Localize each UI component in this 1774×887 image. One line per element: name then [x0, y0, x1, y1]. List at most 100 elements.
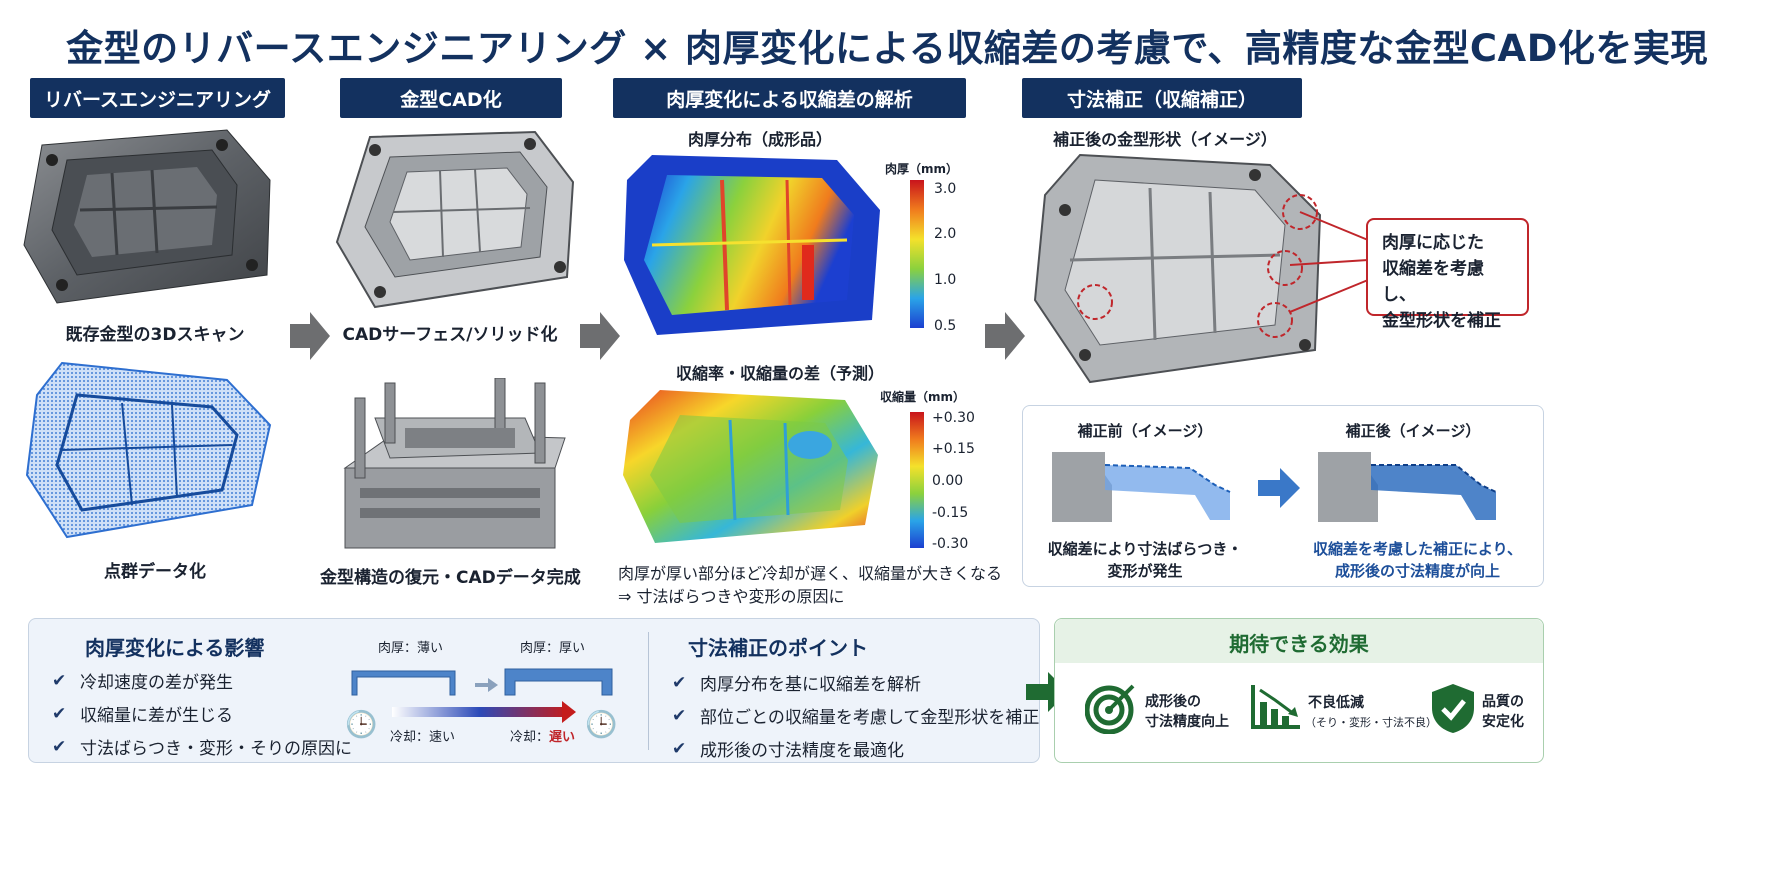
cooling-slow-prefix: 冷却：: [510, 730, 550, 745]
effect-defect-detail: （そり・変形・寸法不良）: [1305, 716, 1437, 729]
clock-icon: 🕒: [345, 710, 378, 740]
shrinkage-colorbar: [910, 412, 924, 548]
list-item-text: 収縮量に差が生じる: [80, 706, 233, 726]
influence-title: 肉厚変化による影響: [85, 636, 265, 660]
before-caption: 収縮差により寸法ばらつき・ 変形が発生: [1035, 538, 1255, 582]
scanned-mold-image: [22, 125, 272, 305]
header-dimension-correction: 寸法補正（収縮補正）: [1022, 78, 1302, 118]
thickness-colorbar: [910, 180, 924, 328]
check-icon: ✔: [672, 705, 687, 726]
list-item: ✔ 成形後の寸法精度を最適化: [672, 736, 1039, 762]
callout-line: 金型形状を補正: [1382, 311, 1501, 331]
before-caption-line: 収縮差により寸法ばらつき・: [1047, 540, 1243, 558]
check-icon: ✔: [52, 670, 67, 691]
before-caption-line: 変形が発生: [1107, 562, 1183, 580]
callout-pointer-lines: [1290, 211, 1369, 313]
caption-mold-structure: 金型構造の復元・CADデータ完成: [320, 568, 581, 588]
shrinkage-prediction-map: [620, 385, 882, 545]
analysis-note: 肉厚が厚い部分ほど冷却が遅く、収縮量が大きくなる: [618, 564, 1003, 583]
bottom-info-panel: [28, 618, 1040, 763]
after-title: 補正後（イメージ）: [1345, 422, 1481, 440]
effect-defect-reduction: 不良低減: [1308, 695, 1364, 711]
before-cross-section: [1050, 450, 1250, 529]
list-item: ✔ 寸法ばらつき・変形・そりの原因に: [52, 734, 352, 760]
check-icon: ✔: [52, 703, 67, 724]
caption-cad-solid: CADサーフェス/ソリッド化: [342, 325, 558, 345]
colorbar-tick: 1.0: [934, 272, 957, 288]
list-item: ✔ 収縮量に差が生じる: [52, 701, 352, 727]
effect-text-line: 品質の: [1482, 694, 1524, 710]
thin-label: 肉厚：薄い: [378, 641, 444, 656]
header-mold-cad: 金型CAD化: [340, 78, 562, 118]
check-icon: ✔: [672, 738, 687, 759]
list-item-text: 成形後の寸法精度を最適化: [700, 741, 904, 761]
right-arrow-icon: [1258, 468, 1300, 512]
cooling-gradient-arrow: [392, 707, 567, 717]
effect-text-line: 安定化: [1482, 714, 1524, 730]
effects-title: 期待できる効果: [1229, 632, 1369, 656]
header-shrinkage-analysis: 肉厚変化による収縮差の解析: [613, 78, 966, 118]
effects-header-bg: [1055, 619, 1543, 663]
cooling-slow-word: 遅い: [549, 730, 576, 745]
flow-arrow-icon: [985, 312, 1025, 364]
point-cloud-image: [22, 355, 272, 540]
colorbar-tick: 0.00: [932, 473, 964, 489]
before-after-panel: [1022, 405, 1544, 587]
thickness-map-title: 肉厚分布（成形品）: [687, 130, 832, 149]
list-item: ✔ 肉厚分布を基に収縮差を解析: [672, 670, 1039, 696]
corrected-mold-image: [1030, 150, 1330, 385]
clock-icon: 🕒: [585, 710, 618, 740]
cooling-fast-label: 冷却：速い: [390, 730, 456, 745]
check-icon: ✔: [52, 736, 67, 757]
shrinkage-unit-label: 収縮量（mm）: [880, 390, 966, 404]
list-item: ✔ 冷却速度の差が発生: [52, 668, 352, 694]
flow-arrow-icon: [580, 312, 620, 364]
thick-label: 肉厚：厚い: [520, 641, 586, 656]
callout-line: 肉厚に応じた: [1382, 233, 1484, 253]
colorbar-tick: +0.30: [932, 410, 975, 426]
influence-list: ✔ 冷却速度の差が発生 ✔ 収縮量に差が生じる ✔ 寸法ばらつき・変形・そりの原因に: [52, 668, 352, 760]
effect-accuracy: 成形後の 寸法精度向上: [1145, 692, 1229, 732]
correction-callout: 肉厚に応じた 収縮差を考慮し、 金型形状を補正: [1366, 218, 1529, 331]
header-reverse-engineering: リバースエンジニアリング: [30, 78, 285, 118]
colorbar-tick: -0.15: [932, 505, 969, 521]
mold-structure-image: [335, 378, 575, 556]
colorbar-tick: +0.15: [932, 441, 975, 457]
corrected-mold-title: 補正後の金型形状（イメージ）: [1053, 130, 1277, 149]
before-title: 補正前（イメージ）: [1077, 422, 1213, 440]
colorbar-tick: -0.30: [932, 536, 969, 552]
divider: [648, 632, 649, 750]
shrinkage-map-title: 収縮率・収縮量の差（予測）: [675, 364, 884, 383]
list-item-text: 寸法ばらつき・変形・そりの原因に: [80, 739, 352, 759]
points-list: ✔ 肉厚分布を基に収縮差を解析 ✔ 部位ごとの収縮量を考慮して金型形状を補正 ✔ 成形…: [672, 670, 1040, 762]
analysis-note: ⇒ 寸法ばらつきや変形の原因に: [618, 587, 845, 606]
caption-3d-scan: 既存金型の3Dスキャン: [65, 325, 245, 345]
declining-chart-icon: [1251, 685, 1300, 729]
effect-quality: 品質の 安定化: [1482, 692, 1524, 732]
wall-thickness-diagram: [351, 668, 613, 696]
after-caption-line: 収縮差を考慮した補正により、: [1312, 540, 1523, 558]
colorbar-tick: 3.0: [934, 181, 957, 197]
arrowhead-icon: [562, 701, 576, 723]
cooling-slow-label: 冷却：遅い: [510, 726, 575, 745]
callout-line: 収縮差を考慮し、: [1382, 259, 1484, 305]
target-icon: [1085, 684, 1135, 734]
points-title: 寸法補正のポイント: [688, 636, 868, 660]
colorbar-tick: 2.0: [934, 226, 957, 242]
list-item: ✔ 部位ごとの収縮量を考慮して金型形状を補正: [672, 703, 1040, 729]
after-caption-line: 成形後の寸法精度が向上: [1334, 562, 1500, 580]
check-icon: ✔: [672, 672, 687, 693]
thickness-unit-label: 肉厚（mm）: [885, 162, 959, 176]
cad-surface-image: [335, 122, 575, 312]
page-title: 金型のリバースエンジニアリング × 肉厚変化による収縮差の考慮で、高精度な金型C…: [66, 27, 1708, 70]
flow-arrow-icon: [290, 312, 330, 364]
shield-check-icon: [1432, 684, 1474, 733]
list-item-text: 肉厚分布を基に収縮差を解析: [700, 675, 921, 695]
colorbar-tick: 0.5: [934, 318, 957, 334]
list-item-text: 部位ごとの収縮量を考慮して金型形状を補正: [700, 708, 1040, 728]
effect-text-line: 寸法精度向上: [1145, 714, 1229, 730]
list-item-text: 冷却速度の差が発生: [80, 673, 233, 693]
thickness-distribution-map: [622, 150, 884, 338]
effect-text-line: 成形後の: [1145, 694, 1201, 710]
after-caption: 収縮差を考慮した補正により、 成形後の寸法精度が向上: [1300, 538, 1535, 582]
